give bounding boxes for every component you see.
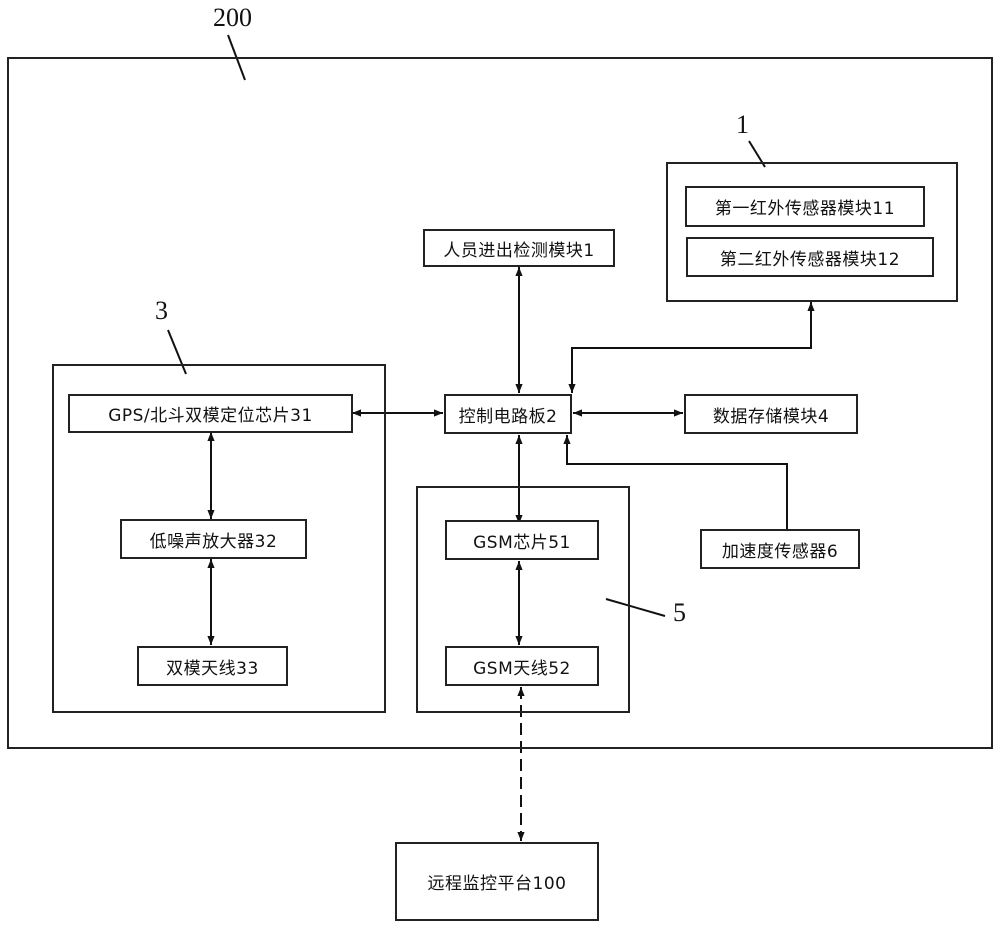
ir-sensor-module-11: 第一红外传感器模块11: [685, 186, 925, 227]
data-storage-module-4: 数据存储模块4: [684, 394, 858, 434]
low-noise-amplifier-32: 低噪声放大器32: [120, 519, 307, 559]
personnel-detection-module: 人员进出检测模块1: [423, 229, 615, 267]
ref-label-1: 1: [736, 110, 749, 139]
gsm-group-5: [416, 486, 630, 713]
acceleration-sensor-6: 加速度传感器6: [700, 529, 860, 569]
remote-monitoring-platform-100: 远程监控平台100: [395, 842, 599, 921]
gps-beidou-chip-31: GPS/北斗双模定位芯片31: [68, 394, 353, 433]
sensor-group-1: [666, 162, 958, 302]
ref-label-200: 200: [213, 3, 252, 32]
device-frame-200: [7, 57, 993, 749]
control-circuit-board-2: 控制电路板2: [444, 394, 572, 434]
ref-label-3: 3: [155, 296, 168, 325]
gsm-antenna-52: GSM天线52: [445, 646, 599, 686]
ir-sensor-module-12: 第二红外传感器模块12: [686, 237, 934, 277]
positioning-group-3: [52, 364, 386, 713]
dual-mode-antenna-33: 双模天线33: [137, 646, 288, 686]
gsm-chip-51: GSM芯片51: [445, 520, 599, 560]
ref-label-5: 5: [673, 598, 686, 627]
